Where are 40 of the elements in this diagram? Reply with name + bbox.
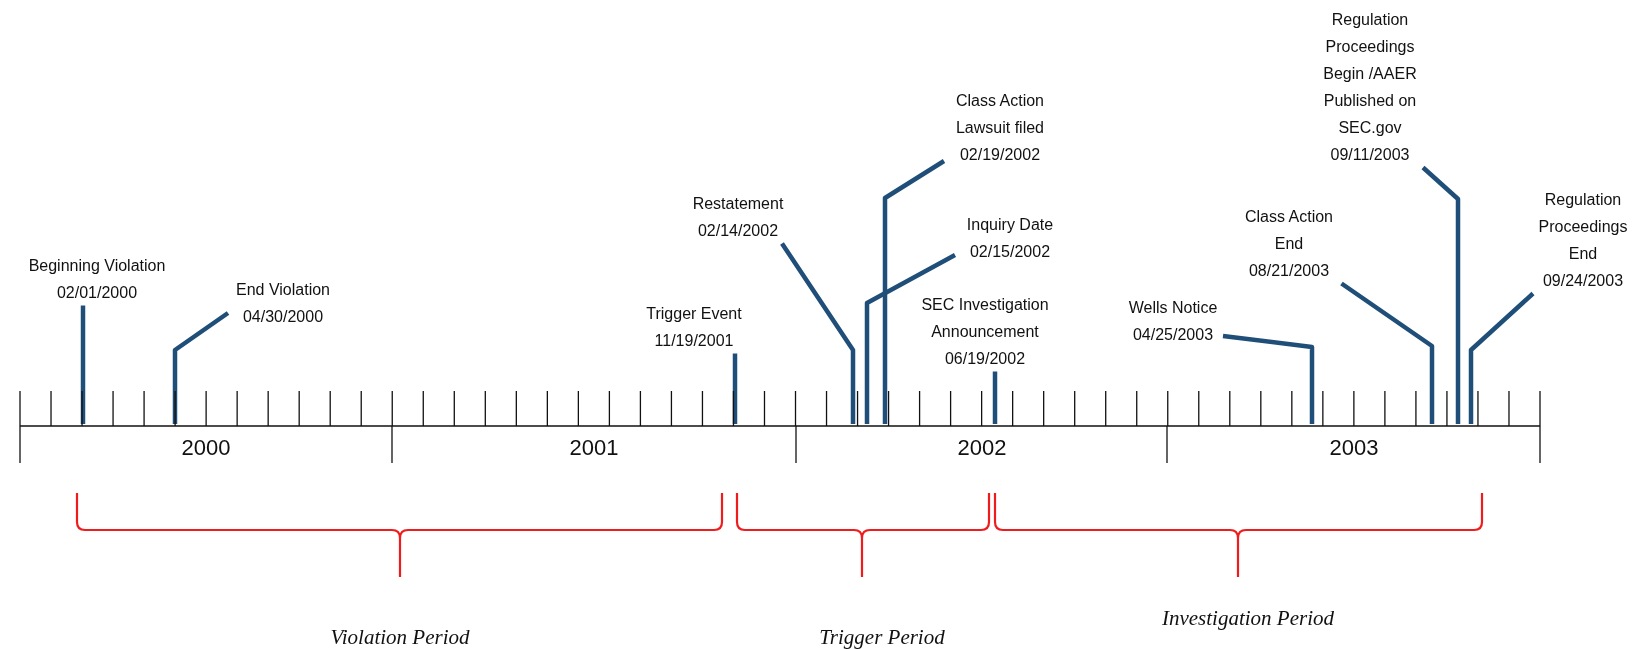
leader-line (1222, 333, 1315, 424)
leader-line (732, 353, 738, 424)
event-date: 04/30/2000 (241, 306, 325, 327)
event-date: 02/14/2002 (696, 220, 780, 241)
event-name: Wells Notice (1127, 297, 1219, 318)
event-date: 02/15/2002 (968, 241, 1052, 262)
event-date: 08/21/2003 (1247, 260, 1331, 281)
event-name: Inquiry Date (965, 214, 1055, 235)
event-date: 06/19/2002 (943, 348, 1027, 369)
leader-line (1340, 281, 1435, 424)
event-name: Class Action End (1243, 206, 1334, 254)
leader-line (882, 159, 946, 424)
period-label: Trigger Period (819, 624, 945, 649)
period-label: Violation Period (330, 624, 470, 649)
year-label: 2001 (569, 435, 619, 461)
event-name: SEC Investigation Announcement (920, 294, 1050, 342)
event-name: Class Action Lawsuit filed (954, 90, 1045, 138)
event-name: Restatement (691, 193, 785, 214)
period-label: Investigation Period (1161, 605, 1335, 631)
leader-line (80, 305, 86, 424)
leader-line (172, 311, 230, 424)
year-label: 2003 (1329, 435, 1379, 461)
event-date: 11/19/2001 (653, 330, 735, 351)
event-date: 09/24/2003 (1541, 270, 1625, 291)
leader-line (780, 242, 856, 424)
event-name: Regulation Proceedings Begin /AAER Published on SEC.gov (1322, 9, 1418, 138)
event-date: 04/25/2003 (1131, 324, 1215, 345)
event-name: Beginning Violation (27, 255, 167, 276)
leader-line (1468, 291, 1535, 424)
year-label: 2000 (181, 435, 231, 461)
leader-line (1421, 165, 1461, 424)
leader-line (864, 253, 957, 424)
year-label: 2002 (957, 435, 1007, 461)
event-name: Trigger Event (645, 303, 743, 324)
event-date: 02/19/2002 (958, 144, 1042, 165)
event-name: Regulation Proceedings End (1537, 189, 1629, 264)
leader-line (992, 371, 998, 424)
event-name: End Violation (235, 279, 331, 300)
event-date: 09/11/2003 (1329, 144, 1411, 165)
event-date: 02/01/2000 (55, 282, 139, 303)
